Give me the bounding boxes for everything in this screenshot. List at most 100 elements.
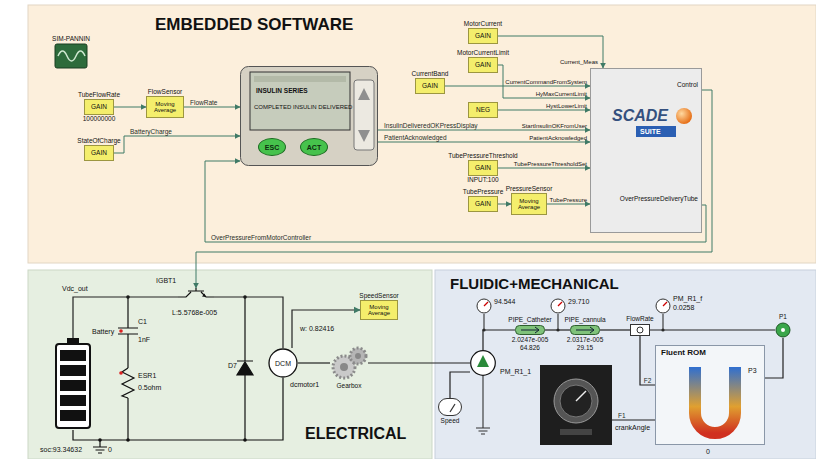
insulin-pump-device: INSULIN SERIES COMPLETED INSULIN DELIVERE… bbox=[240, 66, 378, 166]
scade-block-shape bbox=[590, 68, 702, 233]
node-text: L:5.5768e-005 bbox=[172, 309, 217, 316]
simulation-icon-shape bbox=[55, 44, 87, 68]
node-text: FLUIDIC+MECHANICAL bbox=[450, 276, 619, 291]
node-text: 0.0258 bbox=[673, 304, 694, 311]
free-label: ESR1 bbox=[138, 372, 156, 379]
node-text: 29.710 bbox=[568, 298, 589, 305]
gain-block: TubeFlowRateGAIN100000000 bbox=[84, 99, 114, 115]
node-text: FlowSensor bbox=[148, 89, 182, 96]
free-label: soc:93.34632 bbox=[40, 446, 82, 453]
node-text: TubePressureThreshold bbox=[448, 153, 518, 160]
connector bbox=[450, 372, 470, 398]
node-text: FlowRate bbox=[626, 316, 653, 323]
edge-label: BatteryCharge bbox=[130, 129, 172, 136]
junction-dots bbox=[98, 295, 247, 442]
node-text: Control bbox=[677, 82, 698, 89]
connector bbox=[498, 168, 590, 169]
moving-average-block: SpeedSensorMoving Average bbox=[360, 300, 398, 320]
gain-block: TubePressureThresholdGAININPUT:100 bbox=[468, 160, 498, 176]
pressure-port-shape bbox=[775, 322, 791, 338]
software-panel-ground bbox=[28, 5, 816, 263]
free-label: StartInsulinOKFromUser bbox=[522, 123, 587, 129]
gain-block: CurrentBandGAIN bbox=[415, 78, 445, 94]
igbt-switch: IGBT1L:5.5768e-005 bbox=[178, 288, 214, 306]
node-text: GAIN bbox=[475, 33, 491, 40]
node-text: 29.15 bbox=[577, 345, 593, 352]
connector bbox=[650, 329, 775, 330]
gain-block: MotorCurrentLimitGAIN bbox=[468, 57, 498, 73]
free-label: Current_Meas bbox=[560, 59, 598, 65]
free-label: D7 bbox=[228, 362, 237, 369]
free-label: 0 bbox=[706, 448, 710, 455]
battery-symbol-shape bbox=[48, 338, 98, 430]
flow-rate-sensor: FlowRate bbox=[630, 324, 650, 336]
edge-label: F2 bbox=[644, 378, 652, 385]
speed-sensor-dial-shape bbox=[438, 398, 462, 416]
connector bbox=[612, 419, 655, 420]
simulation-icon: SIM-PANNIN bbox=[55, 44, 87, 68]
gain-block: MotorCurrentGAIN bbox=[468, 28, 498, 44]
connector bbox=[368, 362, 470, 363]
node-text: TubeFlowRate bbox=[78, 92, 120, 99]
connector bbox=[445, 86, 590, 87]
scade-block: SCADESUITEControlOverPressureDeliveryTub… bbox=[590, 68, 702, 233]
node-text: INSULIN SERIES bbox=[256, 88, 308, 95]
free-label: HystLowerLimit bbox=[546, 103, 587, 109]
circuit-wires bbox=[73, 297, 283, 453]
gain-block: StateOfChargeGAIN bbox=[84, 145, 114, 161]
connector bbox=[545, 329, 570, 330]
connector bbox=[214, 297, 283, 348]
node-text: PM_R1_1 bbox=[500, 368, 531, 375]
node-text: GAIN bbox=[91, 150, 107, 157]
fluidic-panel-ground bbox=[435, 270, 816, 459]
crank-angle-display: crankAngle bbox=[540, 365, 612, 445]
fluent-rom-block: Fluent ROM bbox=[655, 345, 765, 445]
edge-label: InsulinDeliveredOKPressDisplay bbox=[384, 123, 478, 130]
connector bbox=[498, 36, 603, 68]
device-button: ESC bbox=[258, 138, 286, 156]
pump-symbol: PM_R1_1 bbox=[470, 350, 496, 376]
node-text: PIPE_cannula bbox=[564, 317, 605, 324]
node-text: DCM bbox=[275, 360, 291, 367]
pressure-gauge: 29.710 bbox=[550, 298, 566, 314]
node-text: 2.0247e-005 bbox=[512, 337, 549, 344]
pressure-gauge: 94.544 bbox=[476, 298, 492, 314]
node-text: COMPLETED INSULIN DELIVERED bbox=[254, 104, 352, 110]
node-text: 2.0317e-005 bbox=[567, 337, 604, 344]
connector bbox=[498, 204, 511, 205]
edge-label: FlowRate bbox=[190, 100, 217, 107]
free-label: 0.5ohm bbox=[138, 384, 161, 391]
node-text: Moving Average bbox=[147, 101, 183, 114]
connector bbox=[114, 136, 240, 153]
electrical-panel-ground bbox=[28, 270, 432, 459]
node-text: Moving Average bbox=[512, 198, 546, 211]
node-text: ESC bbox=[265, 144, 279, 151]
pipe-element: PIPE_Catheter2.0247e-00564.826 bbox=[515, 325, 545, 335]
free-label: PatientAcknowledged bbox=[529, 135, 587, 141]
free-label: w: 0.82416 bbox=[300, 325, 334, 332]
node-text: PressureSensor bbox=[506, 186, 553, 193]
node-text: Fluent ROM bbox=[661, 349, 706, 357]
node-text: Battery bbox=[92, 328, 114, 335]
node-text: SUITE bbox=[640, 128, 661, 135]
node-text: ACT bbox=[307, 144, 321, 151]
connector bbox=[114, 107, 146, 108]
node-text: GAIN bbox=[475, 62, 491, 69]
edge-label: PatientAcknowledged bbox=[384, 135, 447, 142]
free-label: 0 bbox=[108, 446, 112, 453]
connector bbox=[498, 110, 590, 111]
pressure-gauge-shape bbox=[476, 298, 492, 314]
probe-dots bbox=[119, 329, 123, 375]
node-text: SpeedSensor bbox=[359, 293, 398, 300]
free-label: 1nF bbox=[138, 336, 150, 343]
connector bbox=[73, 297, 178, 338]
battery-symbol: Battery bbox=[48, 338, 98, 430]
igbt-switch-shape bbox=[178, 288, 214, 306]
node-text: Gearbox bbox=[337, 383, 362, 390]
connector bbox=[483, 330, 515, 350]
speed-sensor-dial: Speed bbox=[438, 398, 462, 416]
node-text: INPUT:100 bbox=[467, 177, 498, 184]
node-text: GAIN bbox=[475, 165, 491, 172]
node-text: SIM-PANNIN bbox=[52, 36, 90, 43]
